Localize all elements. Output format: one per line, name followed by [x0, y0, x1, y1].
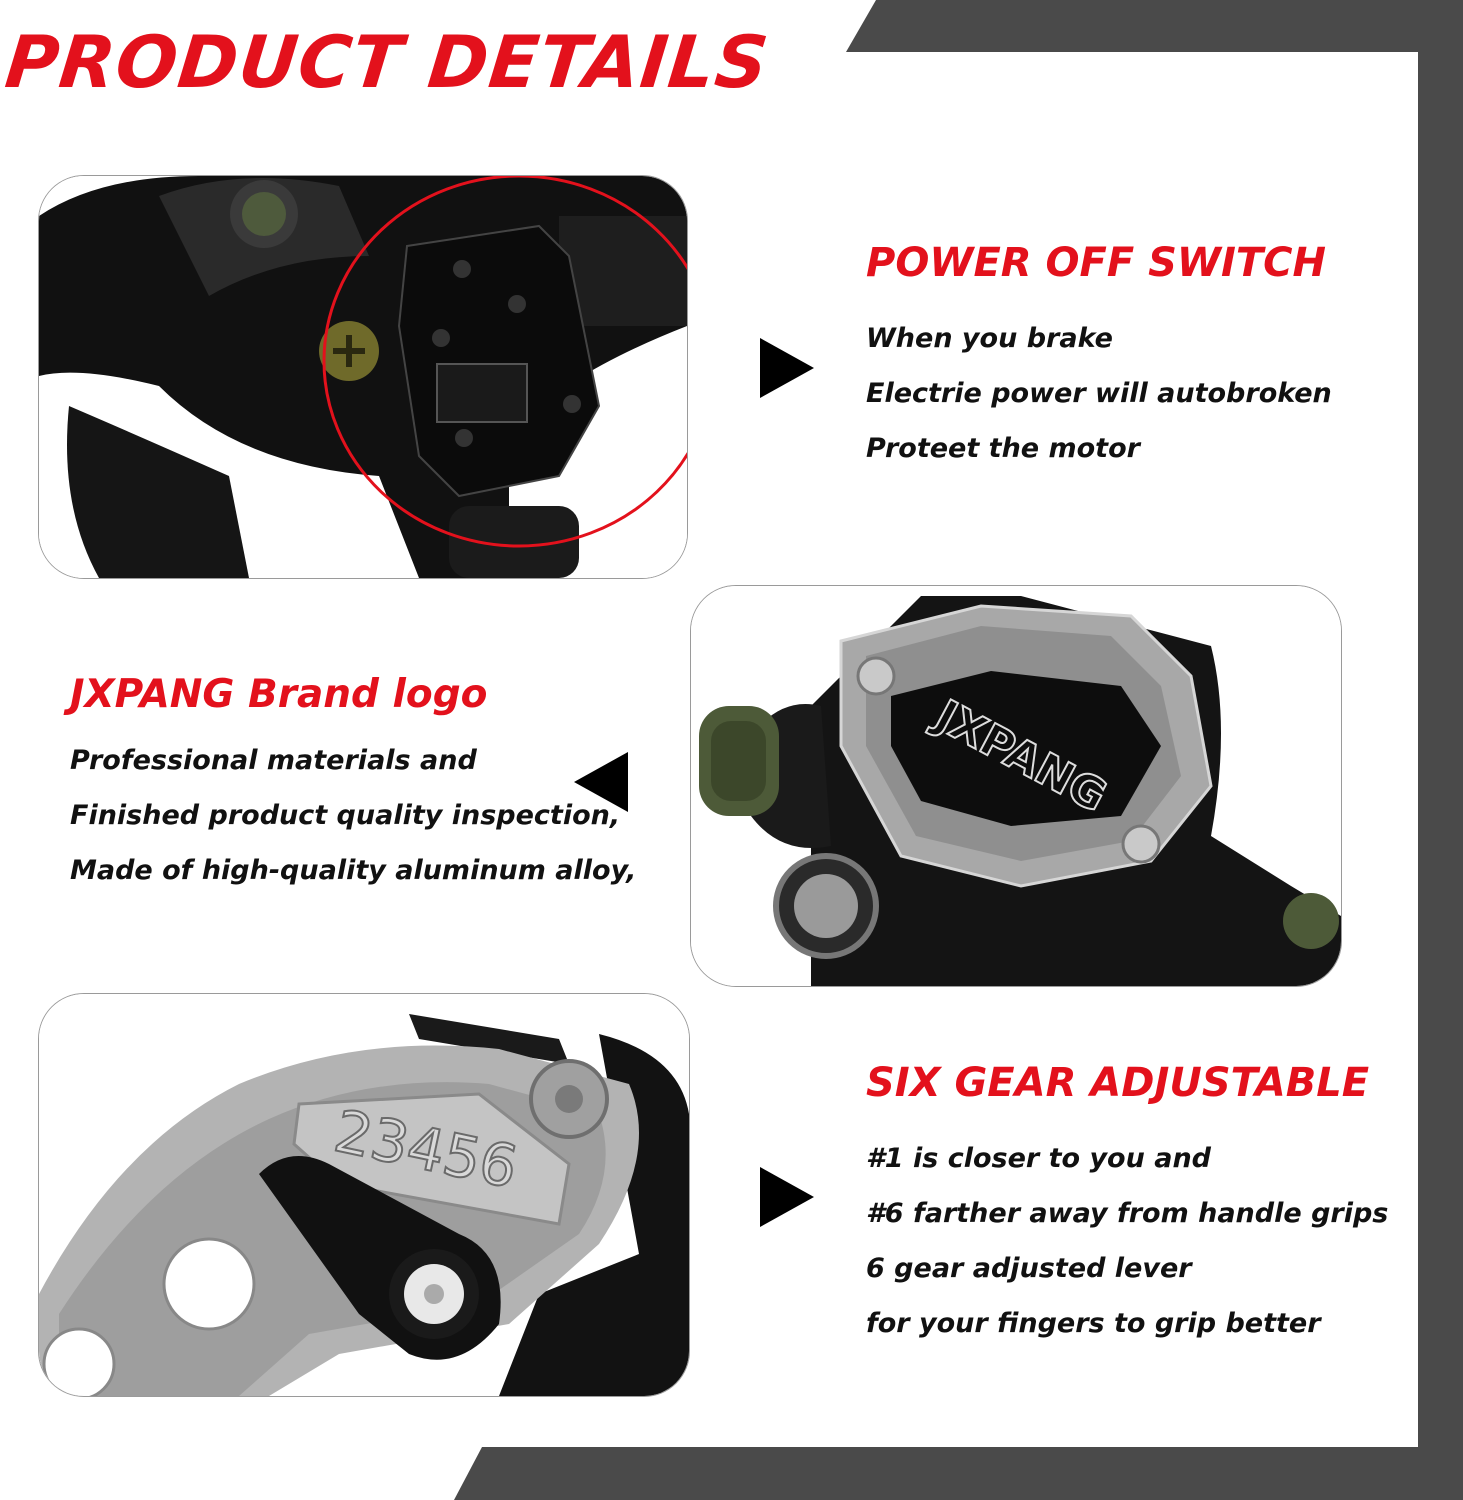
frame-top-bar [846, 0, 1463, 52]
brand-logo-photo: JXPANG [690, 585, 1342, 987]
arrow-right-icon [760, 338, 814, 398]
text-line: Made of high-quality aluminum alloy, [70, 855, 637, 886]
text-line: 6 gear adjusted lever [866, 1253, 1192, 1284]
section-text-power: When you brake Electrie power will autob… [866, 323, 1332, 488]
arrow-right-icon [760, 1167, 814, 1227]
text-line: Professional materials and [70, 745, 477, 776]
text-line: Finished product quality inspection, [70, 800, 621, 831]
gear-adjust-photo: 23456 [38, 993, 690, 1397]
text-line: #6 farther away from handle grips [866, 1198, 1389, 1229]
section-heading-gear: SIX GEAR ADJUSTABLE [866, 1060, 1370, 1106]
power-switch-photo [38, 175, 688, 579]
arrow-left-icon [574, 752, 628, 812]
text-line: Electrie power will autobroken [866, 378, 1332, 409]
section-heading-power: POWER OFF SWITCH [866, 240, 1326, 286]
text-line: Proteet the motor [866, 433, 1140, 464]
section-text-brand: Professional materials and Finished prod… [70, 745, 636, 910]
section-text-gear: #1 is closer to you and #6 farther away … [866, 1143, 1388, 1363]
page-title: PRODUCT DETAILS [1, 20, 773, 104]
frame-bottom-bar [454, 1447, 1463, 1500]
section-heading-brand: JXPANG Brand logo [70, 672, 488, 717]
frame-right-bar [1418, 0, 1463, 1500]
text-line: #1 is closer to you and [866, 1143, 1212, 1174]
text-line: for your fingers to grip better [866, 1308, 1321, 1339]
text-line: When you brake [866, 323, 1113, 354]
